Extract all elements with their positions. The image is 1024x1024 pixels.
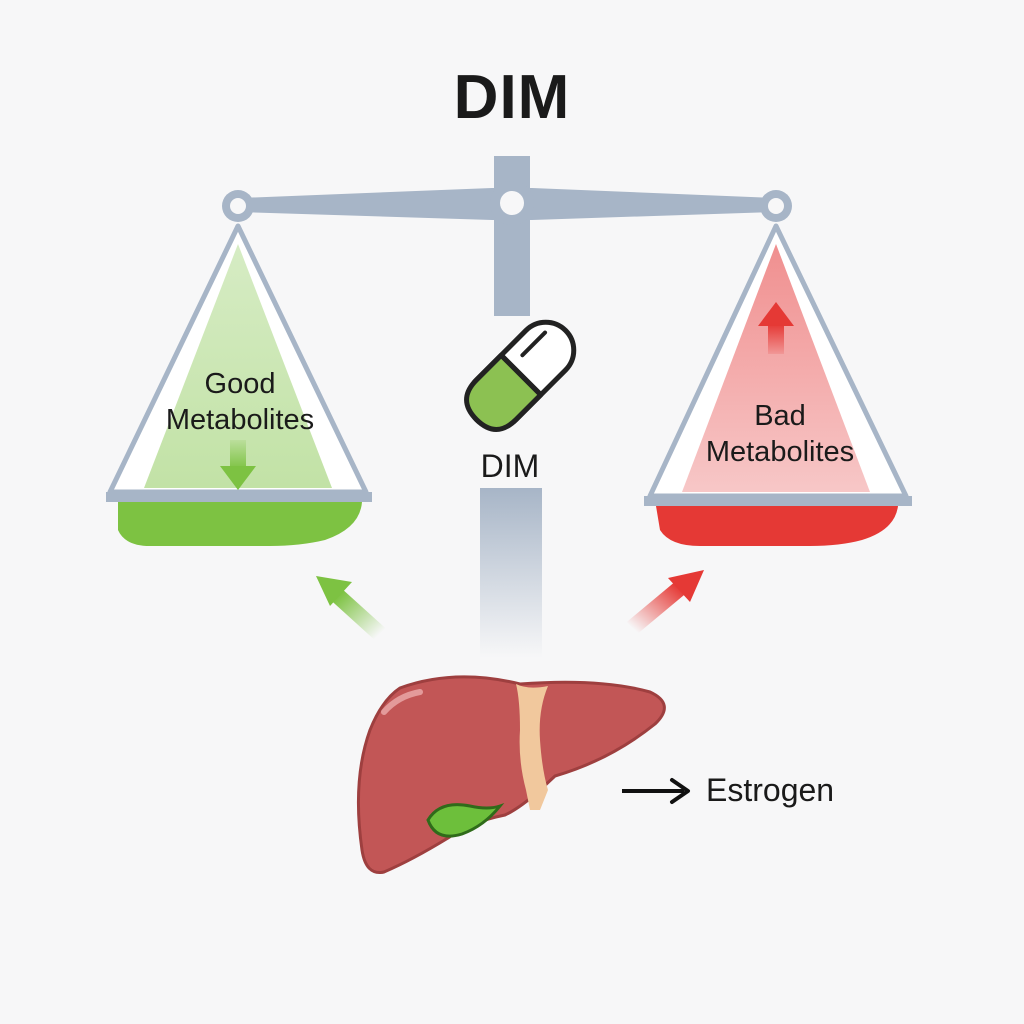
scale-post-top	[494, 156, 530, 316]
good-metabolites-line2: Metabolites	[165, 404, 315, 436]
page-title: DIM	[453, 63, 571, 132]
right-pan	[644, 223, 912, 546]
arrow-to-bad-icon	[626, 570, 704, 635]
bad-metabolites-line1: Bad	[754, 400, 806, 432]
liver-icon	[356, 675, 666, 875]
bad-metabolites-line2: Metabolites	[705, 436, 855, 468]
arrow-right-icon	[622, 778, 690, 804]
arrow-up-icon	[758, 302, 794, 354]
scale-post-bottom	[480, 488, 542, 658]
good-metabolites-label: Good Metabolites	[140, 366, 340, 438]
left-pan	[106, 223, 372, 546]
capsule-icon	[464, 319, 577, 432]
capsule-label: DIM	[480, 448, 540, 484]
arrow-down-icon	[220, 440, 256, 490]
bad-metabolites-label: Bad Metabolites	[680, 398, 880, 470]
balance-scale-icon	[222, 156, 792, 658]
right-pan-bowl	[656, 506, 898, 546]
arrow-to-good-icon	[316, 576, 386, 640]
left-pan-bowl	[118, 502, 362, 546]
good-metabolites-line1: Good	[204, 368, 276, 400]
estrogen-label: Estrogen	[706, 772, 835, 808]
